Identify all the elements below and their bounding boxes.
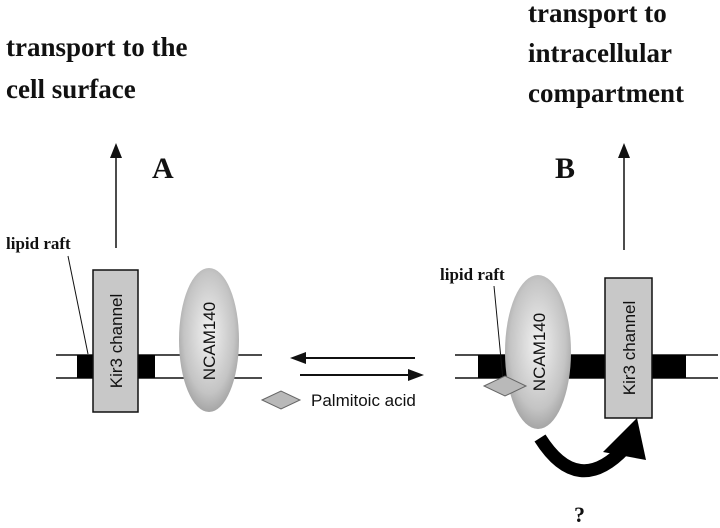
panel-b: transport to intracellular compartment B… (440, 0, 718, 527)
palmitoic-acid-label: Palmitoic acid (311, 391, 416, 410)
panel-a-ncam140 (179, 268, 239, 412)
panel-b-transport-arrow (618, 143, 630, 250)
panel-b-ncam140 (505, 275, 571, 429)
panel-a-ncam140-label: NCAM140 (200, 302, 219, 380)
panel-a: transport to the cell surface A lipid ra… (6, 32, 262, 413)
panel-b-palmitoic-acid-diamond (482, 375, 528, 397)
panel-a-raft-pointer (67, 255, 89, 355)
panel-b-heading-line3: compartment (528, 78, 684, 108)
panel-a-transport-arrow (110, 143, 122, 248)
panel-a-heading-line1: transport to the (6, 32, 187, 62)
panel-a-label: A (152, 152, 174, 185)
panel-b-question-mark: ? (574, 502, 585, 527)
panel-a-kir3-channel-label: Kir3 channel (107, 294, 126, 389)
equilibrium-arrows (290, 352, 424, 381)
panel-b-raft-label: lipid raft (440, 265, 505, 284)
panel-b-membrane (455, 354, 718, 379)
panel-b-curved-arrow (534, 418, 646, 478)
panel-b-raft-pointer (493, 285, 504, 381)
panel-b-kir3-channel (604, 277, 653, 419)
panel-b-kir3-channel-label: Kir3 channel (620, 301, 639, 396)
palmitoic-acid-diamond (260, 390, 302, 410)
panel-b-heading-line2: intracellular (528, 38, 672, 68)
panel-b-ncam140-label: NCAM140 (530, 313, 549, 391)
panel-b-heading-line1: transport to (528, 0, 667, 28)
panel-a-raft-label: lipid raft (6, 234, 71, 253)
panel-a-heading-line2: cell surface (6, 74, 136, 104)
panel-a-kir3-channel (92, 269, 139, 413)
panel-b-label: B (555, 152, 575, 185)
